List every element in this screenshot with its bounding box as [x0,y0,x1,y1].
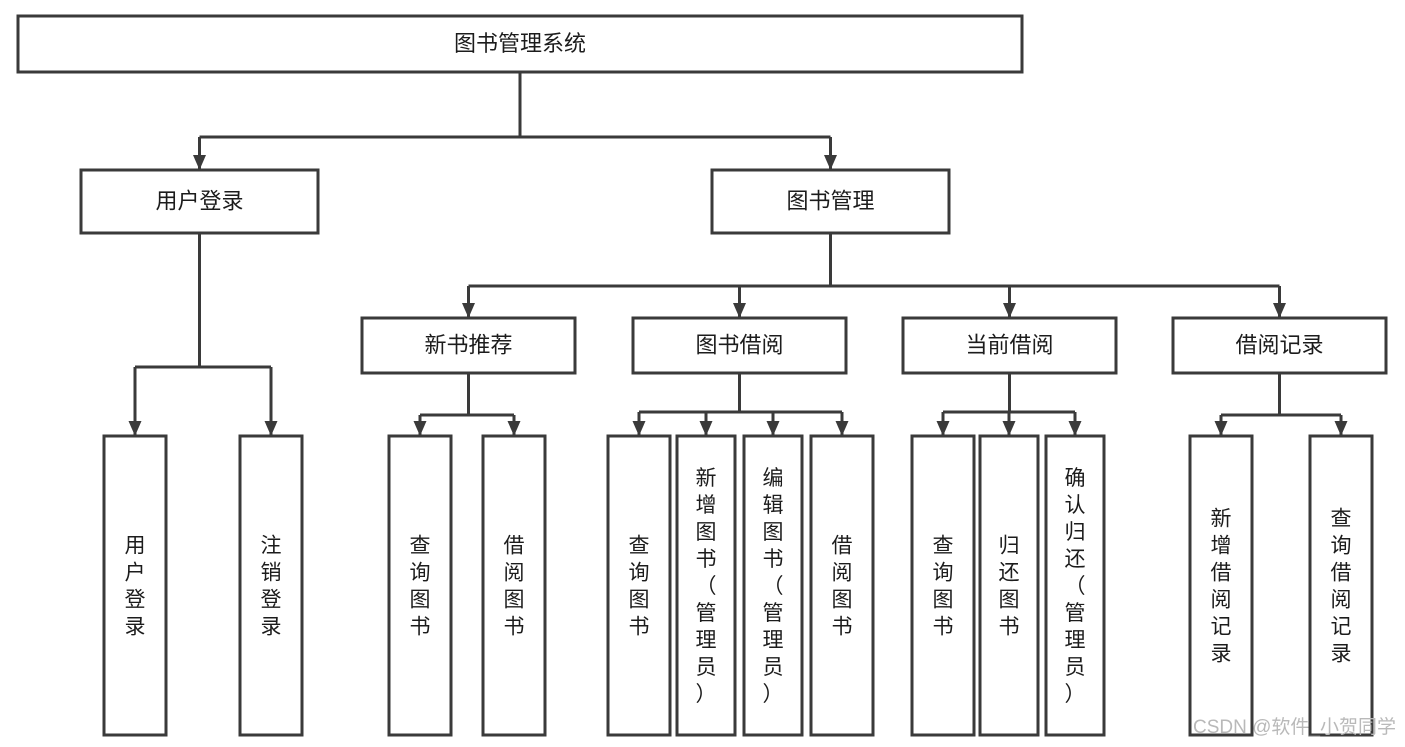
node-box-leaf-query-record[interactable] [1308,434,1374,737]
node-leaf-borrow-book-1[interactable]: 借阅图书 [481,434,547,737]
node-box-leaf-user-logout[interactable] [238,434,304,737]
node-label-leaf-query-book-3: 查询图书 [933,535,954,639]
node-leaf-edit-book[interactable]: 编辑图书（管理员） [742,434,804,737]
node-box-root[interactable] [16,14,1024,74]
node-leaf-add-book[interactable]: 新增图书（管理员） [675,434,737,737]
node-box-leaf-edit-book[interactable] [742,434,804,737]
node-leaf-confirm-return[interactable]: 确认归还（管理员） [1044,434,1106,737]
node-label-leaf-borrow-book-2: 借阅图书 [832,535,853,639]
node-book-borrow[interactable]: 图书借阅 [631,316,848,375]
node-book-manage[interactable]: 图书管理 [710,168,951,235]
node-box-new-book-recommend[interactable] [360,316,577,375]
node-label-leaf-add-record: 新增借阅记录 [1211,508,1232,666]
node-label-borrow-record: 借阅记录 [1235,332,1323,357]
node-borrow-record[interactable]: 借阅记录 [1171,316,1388,375]
node-label-root: 图书管理系统 [454,31,586,56]
node-label-leaf-query-book-2: 查询图书 [629,535,650,639]
watermark-label: CSDN @软件_小贺同学 [1193,716,1396,738]
node-leaf-query-book-3[interactable]: 查询图书 [910,434,976,737]
node-box-book-borrow[interactable] [631,316,848,375]
node-leaf-query-book-1[interactable]: 查询图书 [387,434,453,737]
watermark-layer: CSDN @软件_小贺同学 [1193,716,1396,738]
node-label-leaf-user-logout: 注销登录 [261,535,282,639]
connector-layer [128,72,1348,436]
node-leaf-user-login[interactable]: 用户登录 [102,434,168,737]
node-box-leaf-query-book-2[interactable] [606,434,672,737]
node-label-new-book-recommend: 新书推荐 [424,332,512,357]
node-box-leaf-query-book-1[interactable] [387,434,453,737]
node-box-leaf-add-record[interactable] [1188,434,1254,737]
node-label-leaf-edit-book: 编辑图书（管理员） [763,467,784,706]
edge-group-root [193,72,837,170]
node-box-leaf-add-book[interactable] [675,434,737,737]
node-label-leaf-borrow-book-1: 借阅图书 [504,535,525,639]
node-leaf-query-book-2[interactable]: 查询图书 [606,434,672,737]
node-box-book-manage[interactable] [710,168,951,235]
node-current-borrow[interactable]: 当前借阅 [901,316,1118,375]
node-label-leaf-user-login: 用户登录 [125,535,146,639]
node-label-leaf-query-record: 查询借阅记录 [1331,508,1352,666]
node-leaf-user-logout[interactable]: 注销登录 [238,434,304,737]
node-label-leaf-return-book: 归还图书 [999,535,1020,639]
edge-group-book-borrow [632,373,849,436]
node-box-leaf-query-book-3[interactable] [910,434,976,737]
node-leaf-borrow-book-2[interactable]: 借阅图书 [809,434,875,737]
node-leaf-add-record[interactable]: 新增借阅记录 [1188,434,1254,737]
node-label-current-borrow: 当前借阅 [965,332,1053,357]
node-box-leaf-confirm-return[interactable] [1044,434,1106,737]
node-label-leaf-add-book: 新增图书（管理员） [696,467,717,706]
node-leaf-return-book[interactable]: 归还图书 [978,434,1040,737]
edge-group-book-manage [462,233,1286,318]
node-label-book-borrow: 图书借阅 [695,332,783,357]
node-box-leaf-return-book[interactable] [978,434,1040,737]
node-user-login[interactable]: 用户登录 [79,168,320,235]
node-leaf-query-record[interactable]: 查询借阅记录 [1308,434,1374,737]
node-box-borrow-record[interactable] [1171,316,1388,375]
edge-group-current-borrow [936,373,1082,436]
node-box-leaf-borrow-book-1[interactable] [481,434,547,737]
edge-group-new-book-recommend [413,373,521,436]
node-box-current-borrow[interactable] [901,316,1118,375]
node-layer: 图书管理系统用户登录图书管理新书推荐图书借阅当前借阅借阅记录用户登录注销登录查询… [16,14,1388,737]
node-label-user-login: 用户登录 [155,188,243,213]
node-new-book-recommend[interactable]: 新书推荐 [360,316,577,375]
edge-group-borrow-record [1214,373,1348,436]
node-box-leaf-borrow-book-2[interactable] [809,434,875,737]
edge-group-user-login [128,233,278,436]
node-box-leaf-user-login[interactable] [102,434,168,737]
node-label-book-manage: 图书管理 [786,188,874,213]
node-box-user-login[interactable] [79,168,320,235]
node-root[interactable]: 图书管理系统 [16,14,1024,74]
node-label-leaf-confirm-return: 确认归还（管理员） [1065,467,1086,706]
node-label-leaf-query-book-1: 查询图书 [410,535,431,639]
